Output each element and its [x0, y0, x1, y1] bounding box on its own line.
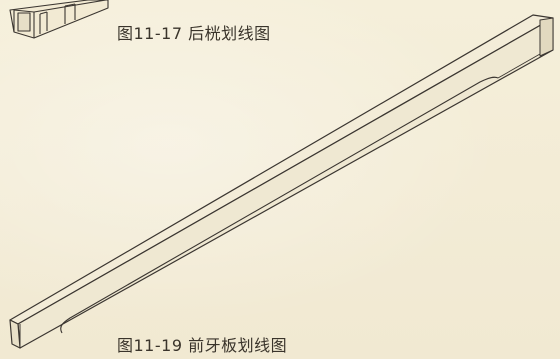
front-apron-board-drawing — [9, 14, 554, 349]
rear-rail-drawing — [9, 0, 109, 39]
figure-caption-rear-rail: 图11-17 后桄划线图 — [117, 24, 271, 43]
figure-caption-front-apron: 图11-19 前牙板划线图 — [117, 336, 288, 355]
